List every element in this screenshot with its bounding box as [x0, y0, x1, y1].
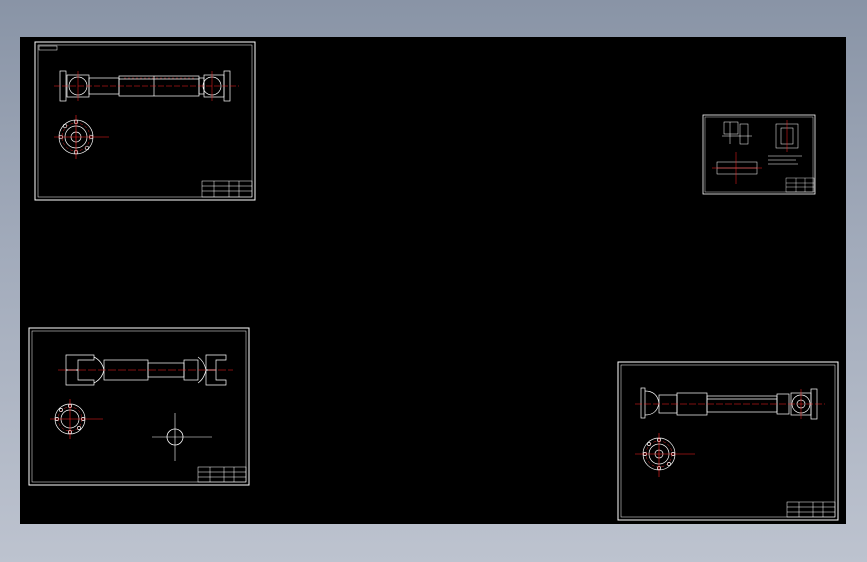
drawing-sheet-bottom-left[interactable] — [28, 327, 250, 487]
drive-shaft-assembly-drawing — [34, 41, 256, 201]
drawing-sheet-bottom-right[interactable] — [617, 361, 839, 522]
drive-shaft-assembly-drawing-2 — [617, 361, 839, 521]
drawing-sheet-top-right[interactable] — [702, 114, 816, 195]
part-detail-drawing — [702, 114, 816, 195]
cad-drawing-canvas[interactable] — [20, 37, 846, 524]
yoke-shaft-drawing — [28, 327, 250, 486]
drawing-sheet-top-left[interactable] — [34, 41, 257, 202]
